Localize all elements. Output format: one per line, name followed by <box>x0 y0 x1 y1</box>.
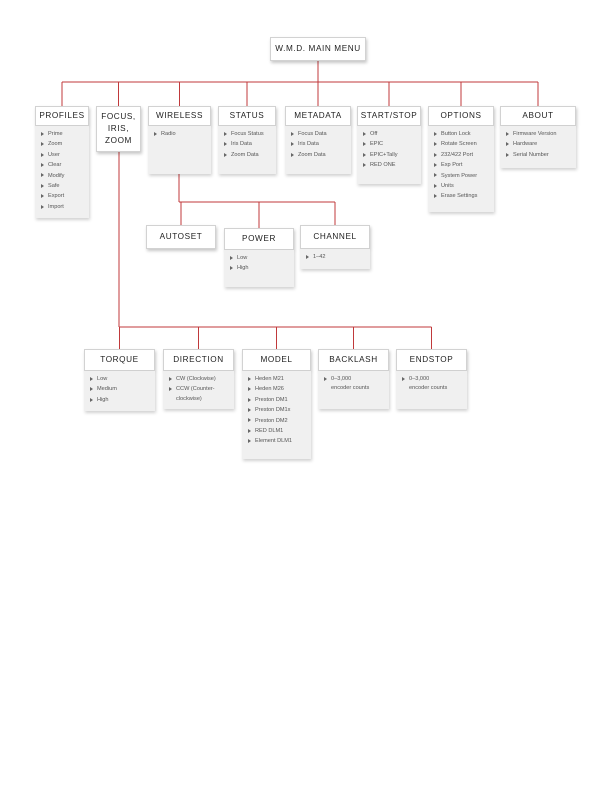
list-item[interactable]: RED DLM1 <box>248 426 309 436</box>
menu-options-button[interactable]: OPTIONS <box>428 106 494 126</box>
list-item[interactable]: Hardware <box>506 139 574 149</box>
wireless-channel-items: 1–42 <box>300 249 370 269</box>
list-item[interactable]: Serial Number <box>506 150 574 160</box>
list-item[interactable]: High <box>90 395 153 405</box>
list-item[interactable]: Rotate Screen <box>434 139 492 149</box>
menu-start-stop-button[interactable]: START/STOP <box>357 106 421 126</box>
list-item[interactable]: EPIC+Tally <box>363 150 419 160</box>
list-item[interactable]: CW (Clockwise) <box>169 374 232 384</box>
menu-focus-iris-zoom-button[interactable]: FOCUS, IRIS, ZOOM <box>96 106 141 152</box>
list-item[interactable]: Iris Data <box>291 139 349 149</box>
list-item[interactable]: Heden M21 <box>248 374 309 384</box>
list-item[interactable]: Exp Port <box>434 160 492 170</box>
list-item[interactable]: Low <box>90 374 153 384</box>
root-menu-button[interactable]: W.M.D. MAIN MENU <box>270 37 366 61</box>
wireless-channel-button[interactable]: CHANNEL <box>300 225 370 249</box>
list-item[interactable]: Low <box>230 253 292 263</box>
motor-direction-items: CW (Clockwise)CCW (Counter-clockwise) <box>163 371 234 409</box>
list-item[interactable]: Export <box>41 191 87 201</box>
wireless-autoset-button[interactable]: AUTOSET <box>146 225 216 249</box>
motor-model-button[interactable]: MODEL <box>242 349 311 371</box>
motor-torque-button[interactable]: TORQUE <box>84 349 155 371</box>
list-item[interactable]: Zoom Data <box>291 150 349 160</box>
list-item[interactable]: Prime <box>41 129 87 139</box>
motor-backlash-button[interactable]: BACKLASH <box>318 349 389 371</box>
menu-metadata-button[interactable]: METADATA <box>285 106 351 126</box>
list-item[interactable]: Focus Status <box>224 129 274 139</box>
list-item[interactable]: Zoom <box>41 139 87 149</box>
list-item[interactable]: Button Lock <box>434 129 492 139</box>
list-item-continuation[interactable]: clockwise) <box>176 395 202 402</box>
list-item[interactable]: RED ONE <box>363 160 419 170</box>
list-item[interactable]: Zoom Data <box>224 150 274 160</box>
list-item[interactable]: EPIC <box>363 139 419 149</box>
list-item[interactable]: Preston DM1x <box>248 405 309 415</box>
list-item[interactable]: Iris Data <box>224 139 274 149</box>
list-item[interactable]: Safe <box>41 181 87 191</box>
list-item[interactable]: System Power <box>434 171 492 181</box>
menu-about-button[interactable]: ABOUT <box>500 106 576 126</box>
list-item[interactable]: 0–3,000 <box>402 374 465 384</box>
list-item[interactable]: High <box>230 263 292 273</box>
list-item[interactable]: Units <box>434 181 492 191</box>
list-item[interactable]: 232/422 Port <box>434 150 492 160</box>
menu-profiles-button[interactable]: PROFILES <box>35 106 89 126</box>
menu-status-button[interactable]: STATUS <box>218 106 276 126</box>
list-item[interactable]: Medium <box>90 384 153 394</box>
motor-direction-button[interactable]: DIRECTION <box>163 349 234 371</box>
list-item-continuation[interactable]: encoder counts <box>331 385 370 392</box>
list-item[interactable]: 1–42 <box>306 252 368 262</box>
list-item-continuation[interactable]: encoder counts <box>409 385 448 392</box>
list-item[interactable]: Off <box>363 129 419 139</box>
list-item[interactable]: CCW (Counter- <box>169 384 232 394</box>
list-item[interactable]: Import <box>41 202 87 212</box>
list-item[interactable]: Focus Data <box>291 129 349 139</box>
list-item[interactable]: Modify <box>41 171 87 181</box>
list-item[interactable]: Heden M26 <box>248 384 309 394</box>
list-item[interactable]: Firmware Version <box>506 129 574 139</box>
list-item[interactable]: Radio <box>154 129 209 139</box>
list-item[interactable]: Erase Settings <box>434 191 492 201</box>
list-item[interactable]: 0–3,000 <box>324 374 387 384</box>
list-item[interactable]: User <box>41 150 87 160</box>
list-item[interactable]: Clear <box>41 160 87 170</box>
list-item[interactable]: Preston DM2 <box>248 416 309 426</box>
menu-wireless-items: Radio <box>148 126 211 174</box>
menu-wireless-button[interactable]: WIRELESS <box>148 106 211 126</box>
list-item[interactable]: Element DLM1 <box>248 436 309 446</box>
list-item[interactable]: Preston DM1 <box>248 395 309 405</box>
motor-endstop-button[interactable]: ENDSTOP <box>396 349 467 371</box>
wireless-power-button[interactable]: POWER <box>224 228 294 250</box>
